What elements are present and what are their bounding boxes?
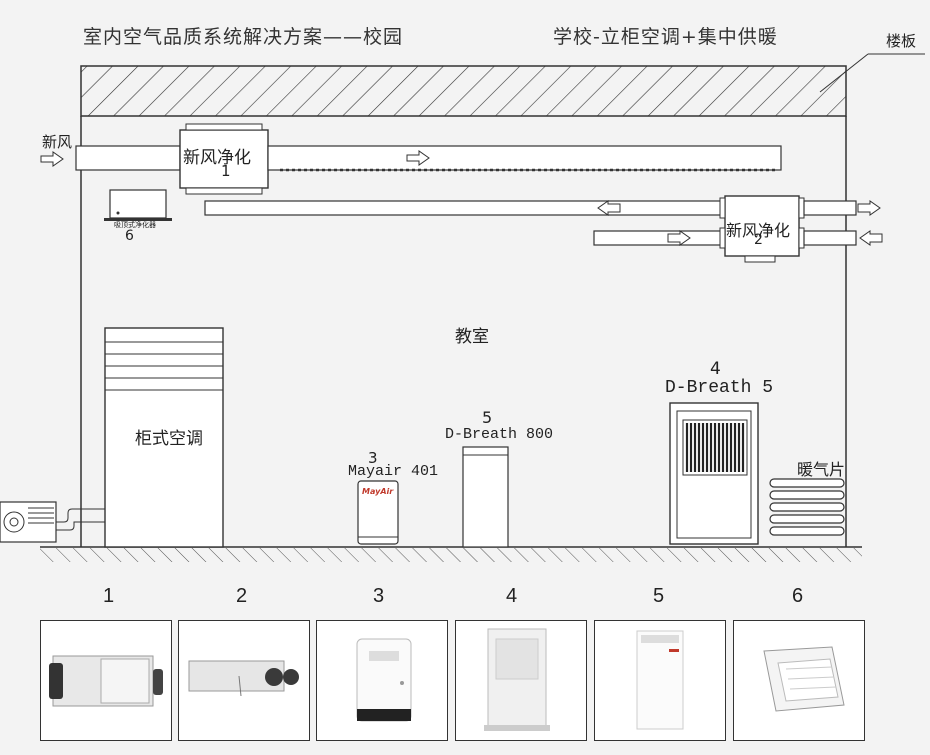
unit-2-label: 新风净化 <box>726 221 791 240</box>
exhaust-arrow-icon <box>857 200 881 216</box>
fresh-air-unit-2-photo <box>178 620 310 741</box>
d-breath-5-cabinet-photo <box>455 620 587 741</box>
cabinet-ac <box>104 327 224 548</box>
radiator <box>769 478 845 536</box>
d-breath-5-grille-lines <box>685 423 745 472</box>
device-4-name: D-Breath 5 <box>665 378 774 398</box>
outdoor-fan-hub <box>9 517 19 527</box>
fresh-air-inlet-label: 新风 <box>42 133 73 151</box>
fresh-air-unit-2-flange-r2 <box>798 227 805 249</box>
fresh-air-unit-1-photo <box>40 620 172 741</box>
ceiling-purifier-photo <box>733 620 865 741</box>
mayair-logo: MayAir <box>362 487 394 496</box>
supply-duct-1 <box>267 145 782 171</box>
fresh-air-unit-1-bracket-top <box>185 123 263 131</box>
device-4-number: 4 <box>710 359 721 379</box>
radiator-label: 暖气片 <box>797 460 846 479</box>
cabinet-ac-label: 柜式空调 <box>135 429 203 449</box>
return-arrow-icon <box>597 200 621 216</box>
photo-number-2: 2 <box>236 585 248 607</box>
unit-6-label: 吸顶式净化器 <box>114 221 156 229</box>
inlet-arrow-icon <box>40 151 64 167</box>
room-label: 教室 <box>455 327 489 347</box>
mayair-401 <box>357 480 399 545</box>
fresh-air-unit-2 <box>724 195 800 257</box>
unit-1-number: 1 <box>221 162 231 180</box>
outdoor-unit-grille <box>28 507 54 524</box>
unit-1-label: 新风净化 <box>183 148 251 168</box>
supply-arrow-icon <box>406 150 430 166</box>
intake-arrow-icon <box>859 230 883 246</box>
device-5-number: 5 <box>482 408 493 427</box>
unit-2-number: 2 <box>754 232 763 248</box>
refrigerant-pipe <box>56 508 105 531</box>
device-3-name: Mayair 401 <box>348 463 439 480</box>
fresh-air-unit-2-flange-l1 <box>719 197 726 219</box>
cabinet-ac-louvers <box>105 341 223 391</box>
diagram-subtitle: 学校-立柜空调+集中供暖 <box>553 26 778 48</box>
mayair-401-purifier-photo <box>316 620 448 741</box>
photo-number-4: 4 <box>506 585 518 607</box>
device-3-number: 3 <box>368 449 378 467</box>
fresh-air-unit-2-flange-l2 <box>719 227 726 249</box>
intake-duct-outside <box>803 230 857 246</box>
diagram-title: 室内空气品质系统解决方案——校园 <box>83 26 404 48</box>
unit-6-number: 6 <box>125 228 134 244</box>
return-duct <box>204 200 726 216</box>
photo-number-5: 5 <box>653 585 665 607</box>
d-breath-800 <box>462 446 509 548</box>
fresh-air-unit-2-base <box>744 255 776 263</box>
slab-leader-line <box>819 53 869 93</box>
supply-2-arrow-icon <box>667 230 691 246</box>
d-breath-800-purifier-photo <box>594 620 726 741</box>
fresh-air-unit-2-flange-r1 <box>798 197 805 219</box>
photo-number-6: 6 <box>792 585 804 607</box>
photo-number-3: 3 <box>373 585 385 607</box>
exhaust-duct-outside <box>803 200 857 216</box>
device-5-name: D-Breath 800 <box>445 426 554 443</box>
inlet-duct <box>75 145 181 171</box>
ceiling-purifier-dot <box>116 211 120 215</box>
ceiling-purifier-base <box>104 218 172 221</box>
photo-number-1: 1 <box>103 585 115 607</box>
floor-slab-label: 楼板 <box>886 32 917 50</box>
ground-hatch <box>40 548 862 562</box>
fresh-air-unit-1-bracket-bottom <box>185 187 263 195</box>
floor-slab <box>80 65 847 117</box>
supply-duct-2 <box>593 230 726 246</box>
